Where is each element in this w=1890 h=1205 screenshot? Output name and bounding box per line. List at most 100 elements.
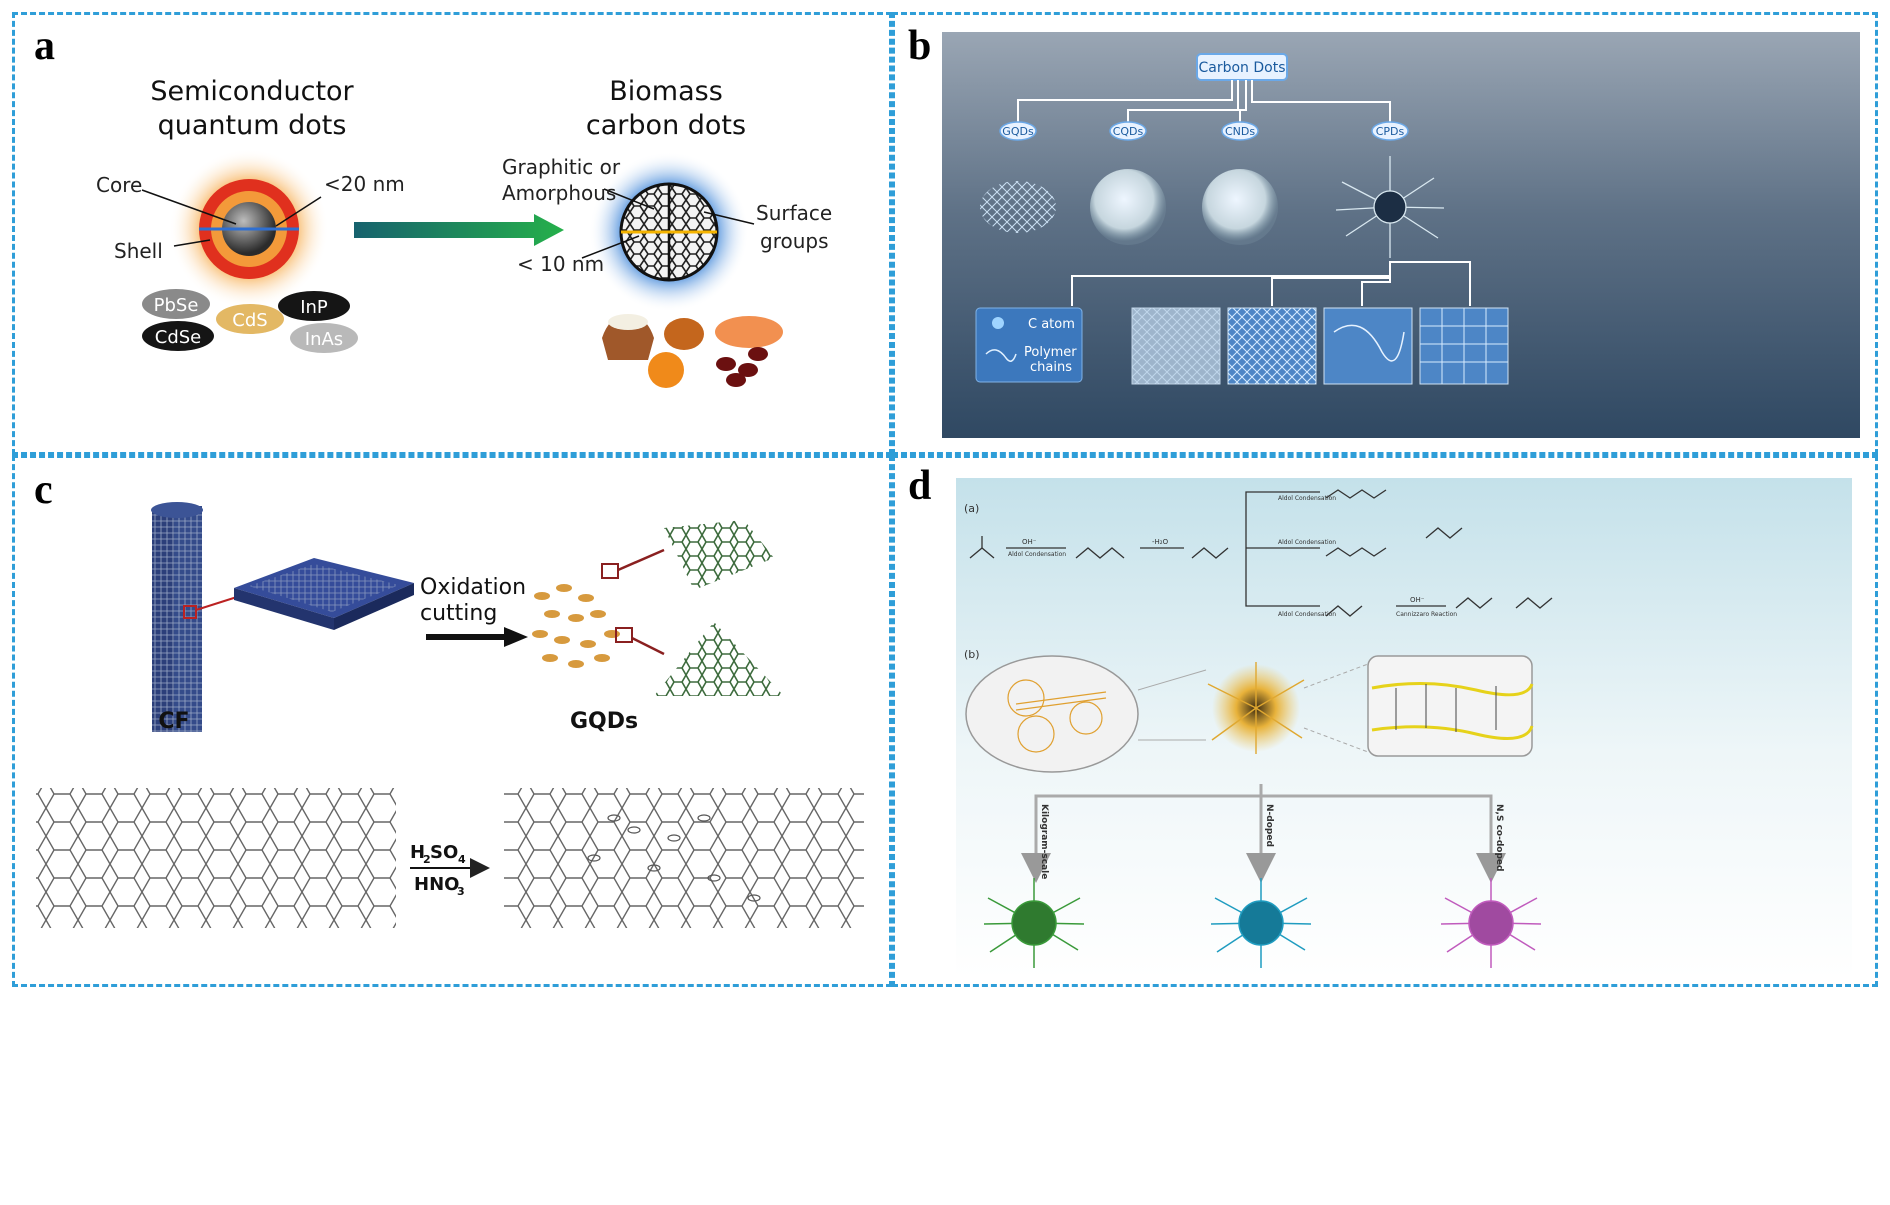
panel-d-diagram: (a) (b) OH⁻ Aldol Condensation -H₂O Aldo… — [956, 478, 1852, 978]
graphitic-core-zoom — [965, 655, 1139, 773]
material-pbse: PbSe — [154, 295, 199, 316]
sub-b-label: (b) — [964, 648, 980, 661]
zoom-line-left-top — [1137, 669, 1207, 691]
panel-b-diagram: Carbon Dots GQDs CQDs CNDs CPDs C atom P… — [942, 32, 1860, 438]
gqd-sheet-bottom — [654, 622, 784, 696]
sub-a-label: (a) — [964, 502, 979, 515]
cnd-particle — [1202, 169, 1278, 245]
polymer-chain-zoom — [1367, 655, 1533, 757]
type-gqds: GQDs — [1002, 125, 1034, 138]
oh-minus-1: OH⁻ — [1022, 538, 1037, 546]
panel-c-frame — [12, 455, 892, 987]
aldol-1: Aldol Condensation — [1008, 551, 1066, 558]
type-cnds: CNDs — [1225, 125, 1255, 138]
panel-a-diagram: Semiconductor quantum dots Biomass carbo… — [96, 76, 832, 388]
panel-b-label: b — [908, 23, 932, 69]
cpd-particle — [1335, 156, 1445, 258]
oxidation-arrow — [426, 627, 528, 647]
surface-pointer — [703, 211, 755, 225]
type-nodes: GQDs CQDs CNDs CPDs — [999, 121, 1409, 141]
core-label: Core — [96, 173, 142, 197]
aldol-4: Aldol Condensation — [1278, 611, 1336, 618]
graphitic-pointer — [603, 188, 655, 210]
acid1-sub2: 2 — [423, 853, 431, 866]
transition-arrow — [354, 214, 564, 246]
carbon-dots-label: Carbon Dots — [1198, 60, 1285, 76]
type-cqds: CQDs — [1113, 125, 1144, 138]
acid1-so: SO — [430, 842, 458, 863]
process-label-line2: cutting — [420, 601, 497, 626]
branch-arrows — [1021, 784, 1506, 883]
branch-kilogram: Kilogram-scale — [1039, 804, 1049, 879]
aldol-2: Aldol Condensation — [1278, 495, 1336, 502]
qd-title-line1: Semiconductor — [150, 76, 354, 107]
c-atom-icon — [992, 317, 1004, 329]
panel-b-frame — [892, 12, 1878, 455]
graphene-stack — [234, 558, 414, 630]
core-structures — [1007, 679, 1107, 753]
material-cds: CdS — [232, 310, 267, 331]
branch-n-doped: N-doped — [1264, 804, 1274, 847]
gqd-pointer-top — [617, 548, 665, 572]
carbon-dots-node — [1196, 53, 1288, 81]
gqd-highlight-bottom — [615, 627, 633, 643]
cf-zoom-pointer — [195, 595, 241, 611]
dot-kilogram — [983, 878, 1085, 968]
reaction-scheme — [969, 489, 1553, 617]
dot-n-doped — [1210, 878, 1312, 968]
material-cdse: CdSe — [155, 327, 202, 348]
zoom-line-right-top — [1303, 663, 1369, 689]
graphitic-label-line1: Graphitic or — [502, 155, 621, 179]
graphene-lattice-before — [36, 788, 396, 928]
surface-label-line2: groups — [760, 229, 829, 253]
cannizzaro-label: Cannizzaro Reaction — [1396, 611, 1457, 618]
panel-a-frame — [12, 12, 892, 455]
oxidized-groups — [587, 814, 761, 902]
qd-size-label: <20 nm — [324, 172, 405, 196]
graphitic-label-line2: Amorphous — [502, 181, 616, 205]
aldol-3: Aldol Condensation — [1278, 539, 1336, 546]
surface-label-line1: Surface — [756, 201, 832, 225]
biomass-sources — [602, 314, 783, 388]
type-tree-lines — [1017, 80, 1471, 306]
zoom-line-right-bottom — [1303, 727, 1369, 753]
carbon-fiber-bundle — [151, 502, 203, 732]
material-inas: InAs — [305, 329, 343, 350]
qd-title-line2: quantum dots — [158, 110, 347, 141]
branch-ns-codoped: N,S co-doped — [1494, 804, 1504, 871]
gqd-pointer-bottom — [631, 636, 665, 656]
size-pointer — [275, 196, 322, 227]
cf-label: CF — [158, 709, 189, 734]
legend-c-atom: C atom — [1028, 317, 1075, 332]
polymer-chain-structures — [1371, 681, 1534, 740]
gqd-sheet-top — [664, 520, 774, 590]
cd-title-line1: Biomass — [609, 76, 723, 107]
cf-highlight-box — [183, 605, 197, 619]
type-cpds: CPDs — [1376, 125, 1405, 138]
shell-pointer — [173, 239, 211, 247]
cqd-particle — [1090, 169, 1166, 245]
structure-tiles — [1131, 307, 1509, 385]
panel-c-label: c — [34, 467, 53, 513]
acid2-sub3: 3 — [457, 885, 465, 898]
process-label-line1: Oxidation — [420, 575, 526, 600]
dot-ns-codoped — [1440, 878, 1542, 968]
panel-d-frame — [892, 455, 1878, 987]
polymer-chain-icon — [985, 349, 1017, 362]
panel-a-label: a — [34, 23, 55, 69]
cd-size-label: < 10 nm — [517, 252, 604, 276]
material-inp: InP — [300, 297, 328, 318]
panel-c-diagram: CF Oxidation cutting GQDs H 2 SO 4 HNO 3 — [36, 502, 864, 928]
material-piles: PbSe CdS InP CdSe InAs — [142, 289, 358, 353]
graphene-lattice-after — [504, 788, 864, 928]
panel-d-label: d — [908, 463, 932, 509]
gqd-highlight-top — [601, 563, 619, 579]
gqd-dots — [532, 584, 620, 668]
shell-label: Shell — [114, 239, 163, 263]
acid2-hno: HNO — [414, 874, 459, 895]
acid1-sub4: 4 — [458, 853, 466, 866]
cd-size-pointer — [581, 235, 640, 259]
legend-polymer-line1: Polymer — [1024, 345, 1077, 360]
gqds-label: GQDs — [570, 709, 638, 734]
cd-title-line2: carbon dots — [586, 110, 746, 141]
